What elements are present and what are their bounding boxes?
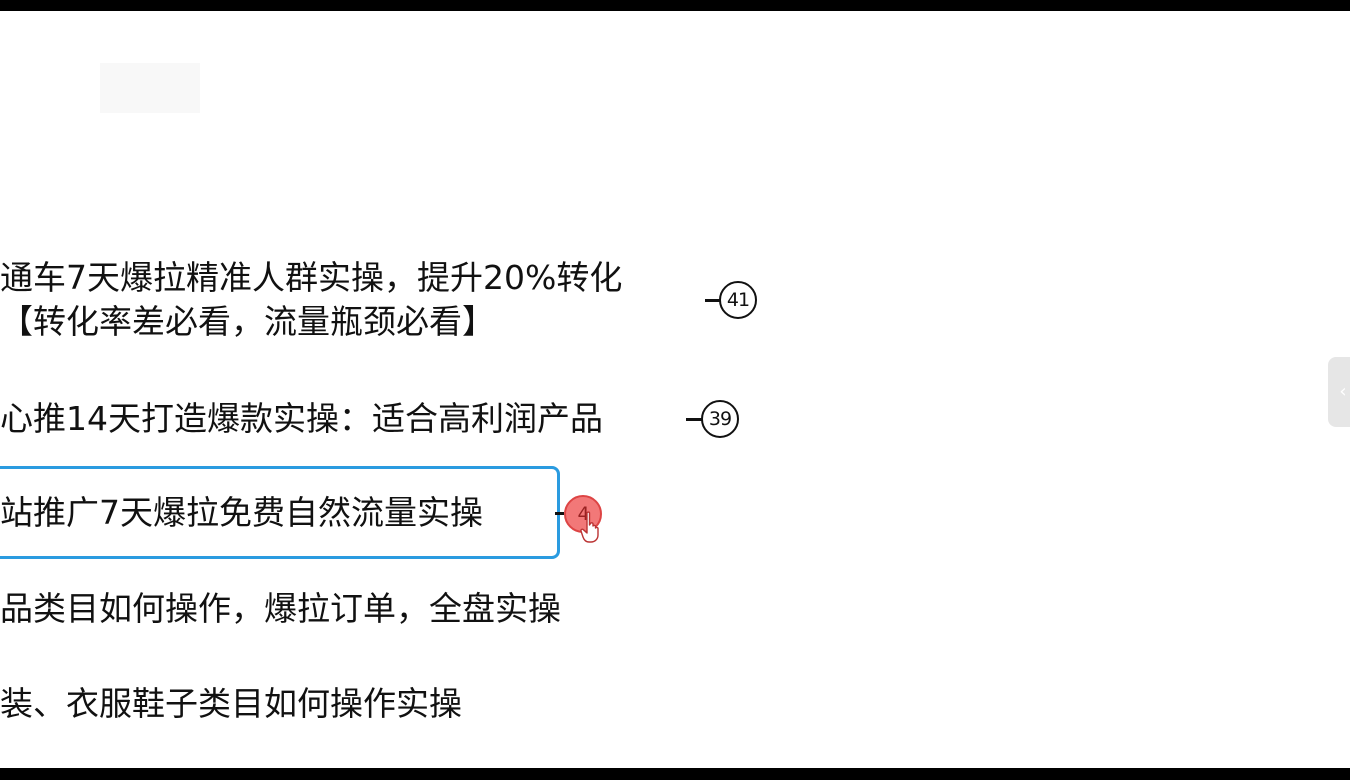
node-2-line-1: 心推14天打造爆款实操：适合高利润产品	[0, 399, 603, 438]
node-1-collapse-badge[interactable]: 41	[719, 281, 757, 319]
side-panel-toggle[interactable]: ‹	[1328, 357, 1350, 427]
faded-node-placeholder	[100, 63, 200, 113]
node-3-connector	[555, 512, 564, 515]
chevron-left-icon: ‹	[1339, 381, 1347, 402]
mindmap-node-2[interactable]: 心推14天打造爆款实操：适合高利润产品	[0, 397, 603, 441]
node-5-line-1: 装、衣服鞋子类目如何操作实操	[0, 684, 462, 723]
mindmap-node-3[interactable]: 站推广7天爆拉免费自然流量实操	[0, 491, 483, 535]
node-1-line-2: 【转化率差必看，流量瓶颈必看】	[0, 302, 495, 341]
mindmap-canvas[interactable]: 通车7天爆拉精准人群实操，提升20%转化 【转化率差必看，流量瓶颈必看】 41 …	[0, 11, 1350, 768]
node-1-connector	[705, 299, 720, 302]
node-2-collapse-badge[interactable]: 39	[701, 400, 739, 438]
mindmap-node-4[interactable]: 品类目如何操作，爆拉订单，全盘实操	[0, 587, 561, 631]
node-3-line-1: 站推广7天爆拉免费自然流量实操	[0, 493, 483, 532]
hand-pointer-icon	[580, 511, 599, 543]
mindmap-node-5[interactable]: 装、衣服鞋子类目如何操作实操	[0, 682, 462, 726]
node-2-connector	[686, 418, 702, 421]
node-1-line-1: 通车7天爆拉精准人群实操，提升20%转化	[0, 258, 623, 297]
mindmap-node-1[interactable]: 通车7天爆拉精准人群实操，提升20%转化 【转化率差必看，流量瓶颈必看】	[0, 256, 622, 344]
node-4-line-1: 品类目如何操作，爆拉订单，全盘实操	[0, 589, 561, 628]
